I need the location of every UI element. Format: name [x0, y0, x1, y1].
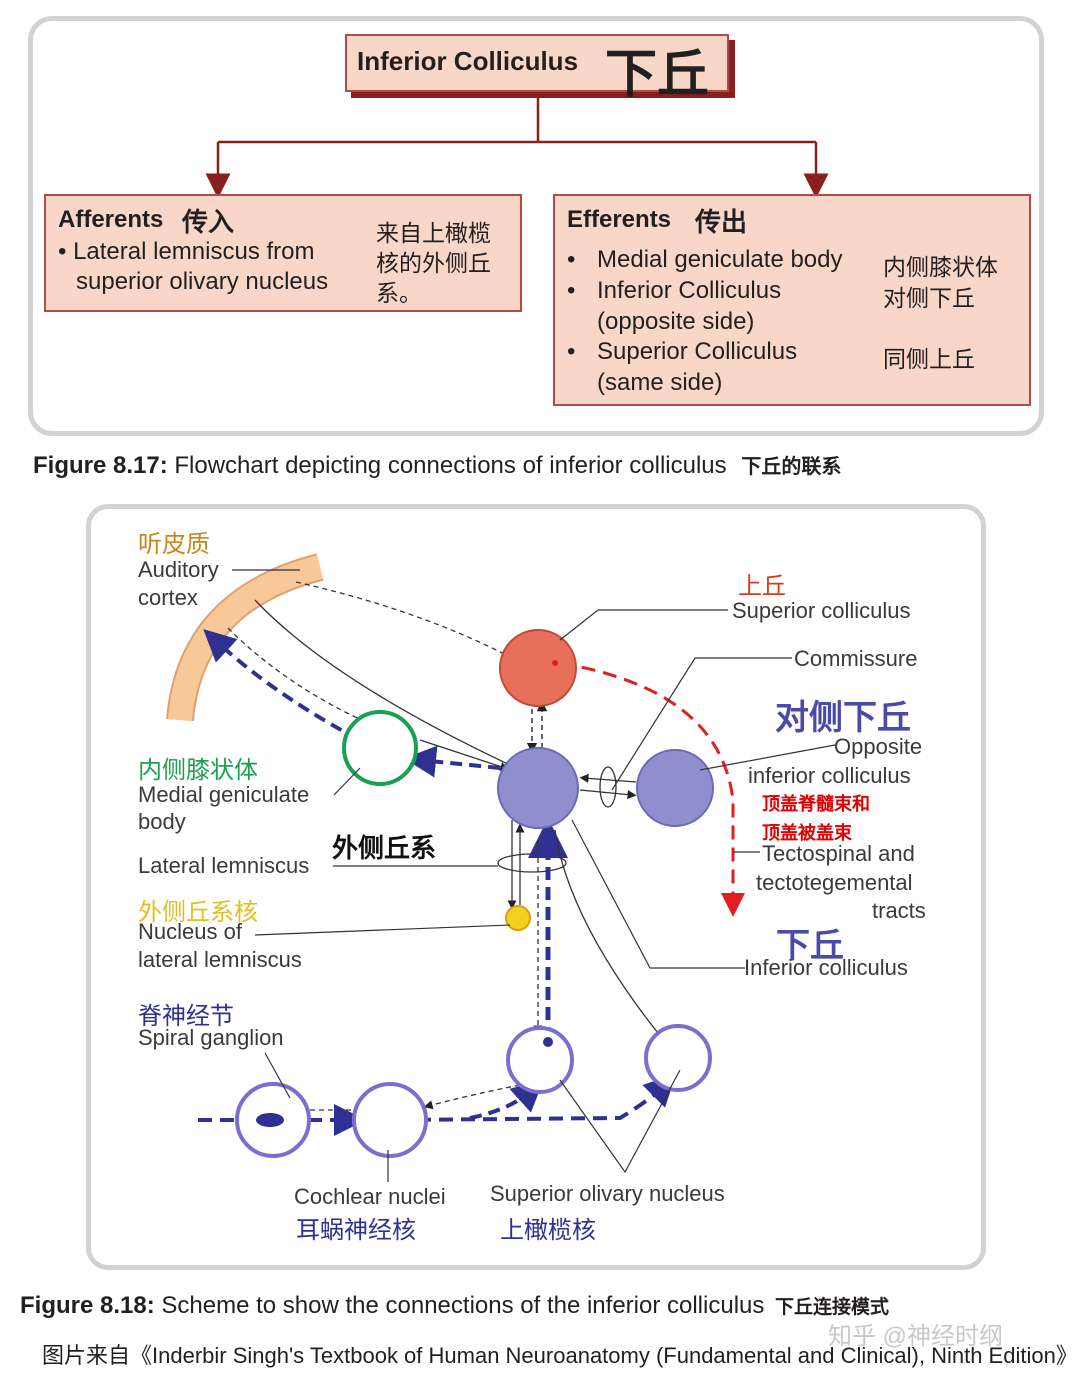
label-opposite-ic-2: inferior colliculus — [748, 763, 911, 788]
figure-caption-8-17: Figure 8.17: Flowchart depicting connect… — [33, 450, 841, 480]
son-node-right — [644, 1024, 712, 1092]
figure-caption-8-18: Figure 8.18: Scheme to show the connecti… — [20, 1292, 889, 1320]
label-auditory-cortex-2: cortex — [138, 585, 198, 610]
afferents-note-zh-2: 核的外侧丘 — [376, 251, 491, 277]
source-note: 图片来自《Inderbir Singh's Textbook of Human … — [42, 1343, 1078, 1368]
label-mgb-zh: 内侧膝状体 — [138, 756, 258, 784]
efferents-item: Inferior Colliculus — [597, 277, 782, 304]
caption-label: Figure 8.18: — [20, 1292, 155, 1319]
label-inferior-colliculus-zh: 下丘 — [776, 926, 844, 966]
root-title-zh: 下丘 — [605, 45, 710, 105]
efferents-item-line2: (opposite side) — [597, 308, 755, 335]
inferior-colliculus-node — [497, 747, 579, 829]
label-spiral-ganglion: Spiral ganglion — [138, 1025, 284, 1050]
afferents-note-zh-3: 系。 — [376, 281, 422, 307]
label-son: Superior olivary nucleus — [490, 1181, 725, 1206]
label-lateral-lemniscus-zh: 外侧丘系 — [332, 834, 437, 864]
root-title: Inferior Colliculus — [357, 46, 579, 76]
efferents-item-zh: 同侧上丘 — [883, 347, 975, 373]
inferior-colliculus-box: Inferior Colliculus 下丘 — [345, 34, 729, 105]
caption-zh: 下丘的联系 — [741, 454, 842, 478]
nll-node — [505, 905, 531, 931]
label-opposite-ic-1: Opposite — [834, 734, 923, 759]
caption-text: Flowchart depicting connections of infer… — [167, 452, 727, 479]
efferents-box: Efferents 传出 • Medial geniculate body 内侧… — [553, 194, 1031, 406]
cochlear-nuclei-node — [352, 1082, 428, 1158]
label-nll-zh: 外侧丘系核 — [138, 898, 258, 926]
efferents-item: Superior Colliculus — [597, 338, 798, 365]
caption-label: Figure 8.17: — [33, 452, 168, 479]
flowchart-connectors — [205, 96, 829, 199]
label-lateral-lemniscus: Lateral lemniscus — [138, 853, 310, 878]
afferents-item-line2: superior olivary nucleus — [76, 268, 329, 295]
label-mgb-2: body — [138, 809, 186, 834]
efferents-item: Medial geniculate body — [597, 246, 843, 273]
label-superior-colliculus: Superior colliculus — [732, 598, 911, 623]
label-commissure: Commissure — [794, 646, 918, 671]
afferents-box: Afferents 传入 • Lateral lemniscus from su… — [44, 194, 522, 312]
caption-zh: 下丘连接模式 — [775, 1296, 890, 1318]
label-nll-2: lateral lemniscus — [138, 947, 302, 972]
caption-text: Scheme to show the connections of the in… — [154, 1292, 765, 1319]
efferents-item-zh: 对侧下丘 — [883, 286, 975, 312]
efferents-item-zh: 内侧膝状体 — [883, 255, 998, 281]
label-tectospinal-zh-1: 顶盖脊髓束和 — [762, 794, 870, 815]
efferents-title-zh: 传出 — [695, 208, 748, 238]
label-cochlear-nuclei: Cochlear nuclei — [294, 1184, 446, 1209]
label-inferior-colliculus: Inferior colliculus — [744, 955, 908, 980]
son-node-left — [506, 1026, 574, 1094]
efferents-title: Efferents — [567, 206, 672, 233]
afferents-note-zh-1: 来自上橄榄 — [376, 221, 491, 247]
afferents-title-zh: 传入 — [182, 208, 235, 238]
mgb-node — [342, 710, 418, 786]
label-nll-1: Nucleus of — [138, 919, 242, 944]
label-auditory-cortex-zh: 听皮质 — [138, 530, 210, 558]
efferents-bullet: • — [567, 277, 576, 304]
afferents-item-line1: • Lateral lemniscus from — [58, 238, 315, 265]
label-tectospinal-1: Tectospinal and — [762, 841, 915, 866]
superior-colliculus-node — [499, 629, 577, 707]
label-son-zh: 上橄榄核 — [500, 1216, 596, 1244]
watermark: 知乎 @神经时纲 — [828, 1323, 1004, 1350]
label-tectospinal-zh-2: 顶盖被盖束 — [762, 823, 852, 844]
label-auditory-cortex-1: Auditory — [138, 557, 219, 582]
label-spiral-ganglion-zh: 脊神经节 — [138, 1002, 234, 1030]
efferents-item-line2: (same side) — [597, 369, 723, 396]
connections-scheme — [166, 553, 836, 1182]
opposite-ic-node — [636, 749, 714, 827]
label-cochlear-nuclei-zh: 耳蜗神经核 — [296, 1216, 416, 1244]
afferents-title: Afferents — [58, 206, 164, 233]
efferents-bullet: • — [567, 338, 576, 365]
label-tectospinal-2: tectotegemental — [756, 870, 913, 895]
label-opposite-ic-zh: 对侧下丘 — [775, 698, 911, 738]
label-mgb-1: Medial geniculate — [138, 782, 310, 807]
label-superior-colliculus-zh: 上丘 — [738, 572, 786, 600]
efferents-bullet: • — [567, 246, 576, 273]
label-tectospinal-3: tracts — [872, 898, 926, 923]
